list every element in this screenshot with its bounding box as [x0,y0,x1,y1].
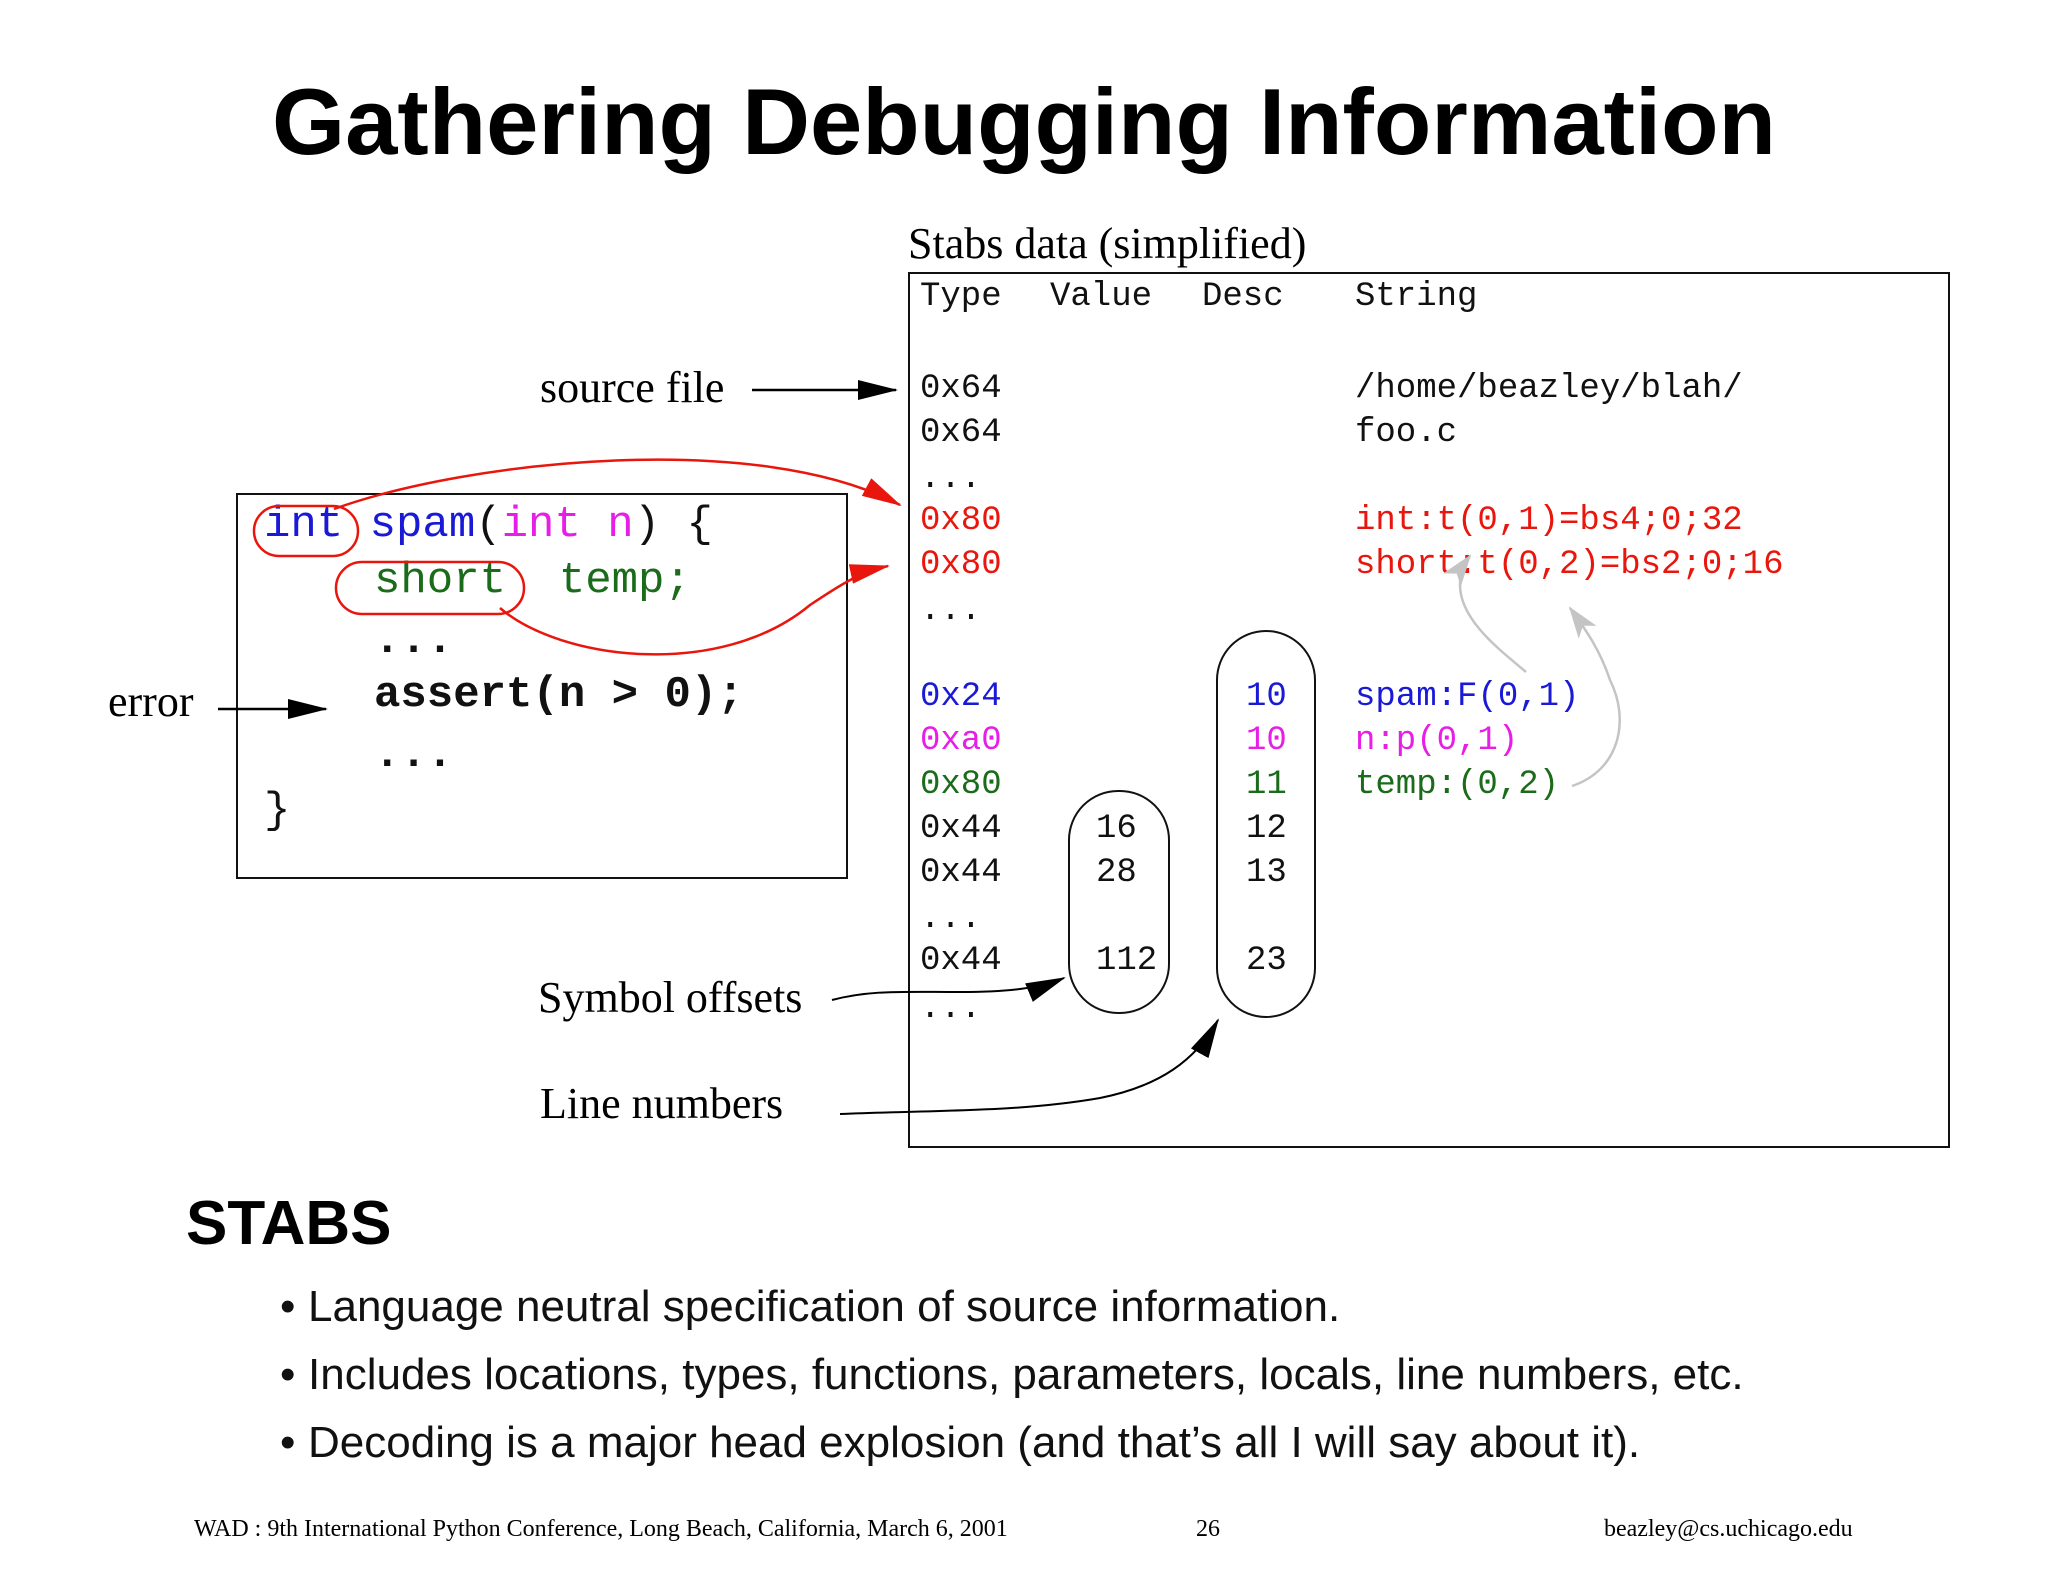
bullet-text: Decoding is a major head explosion (and … [308,1418,1641,1467]
stab-row-string: temp:(0,2) [1355,766,1560,804]
stab-row-string: spam:F(0,1) [1355,678,1580,716]
footer-email: beazley@cs.uchicago.edu [1604,1516,1853,1542]
stab-row-string: short:t(0,2)=bs2;0;16 [1355,546,1784,584]
code-temp: temp; [558,556,691,606]
symbol-offsets-pill [1068,790,1170,1014]
code-spam: spam [369,500,476,550]
int-to-stab-arrow [333,458,902,511]
stab-row-desc: 11 [1246,766,1287,804]
bullet-2: •Includes locations, types, functions, p… [280,1350,1744,1400]
bullet-1: •Language neutral specification of sourc… [280,1282,1340,1332]
bullet-glyph: • [280,1350,296,1399]
code-line-1: int spam(int n) { [264,500,713,550]
stabs-caption: Stabs data (simplified) [908,219,1307,268]
code-short: short [374,556,507,606]
code-line-2: short temp; [374,556,691,606]
code-n-param: n [580,500,634,550]
stab-row-value: 28 [1096,854,1137,892]
bullet-glyph: • [280,1282,296,1331]
stab-row-type: ... [920,460,982,498]
code-close: ) { [633,500,713,550]
source-code-box [236,493,848,879]
label-error: error [108,677,194,726]
stab-row-type: 0x80 [920,502,1002,540]
header-value: Value [1050,278,1153,316]
label-source-file: source file [540,363,725,412]
bullet-glyph: • [280,1418,296,1467]
stab-row-type: 0x44 [920,854,1002,892]
line-numbers-pill [1216,630,1316,1018]
stab-row-type: 0x80 [920,546,1002,584]
stabs-table-box [908,272,1950,1148]
stab-row-type: ... [920,592,982,630]
stab-row-type: 0x44 [920,942,1002,980]
footer-page-number: 26 [1196,1516,1220,1542]
stab-row-type: 0x24 [920,678,1002,716]
code-open-paren: ( [475,500,502,550]
stab-row-desc: 12 [1246,810,1287,848]
line-numbers-arrow [839,1018,1219,1115]
short-highlight-oval [334,560,526,616]
stab-row-string: /home/beazley/blah/ [1355,370,1743,408]
section-title: STABS [186,1189,392,1258]
stab-row-type: 0xa0 [920,722,1002,760]
code-line-6: } [264,786,291,836]
footer-conference: WAD : 9th International Python Conferenc… [194,1516,1008,1542]
short-to-stab-arrow [499,564,890,656]
stab-row-string: int:t(0,1)=bs4;0;32 [1355,502,1743,540]
stab-row-desc: 10 [1246,722,1287,760]
stab-row-type: 0x80 [920,766,1002,804]
spam-type-ref-arrow [1443,554,1527,673]
symbol-offsets-arrow [831,977,1066,1002]
bullet-3: •Decoding is a major head explosion (and… [280,1418,1640,1468]
temp-type-ref-arrow [1568,606,1621,788]
stab-row-desc: 13 [1246,854,1287,892]
stab-row-type: ... [920,900,982,938]
header-string: String [1355,278,1478,316]
code-line-3: ... [374,616,454,666]
code-line-5: ... [374,730,454,780]
header-desc: Desc [1202,278,1284,316]
code-int-param: int [501,500,581,550]
slide-title: Gathering Debugging Information [272,69,1776,174]
stab-row-type: 0x44 [920,810,1002,848]
label-line-numbers: Line numbers [540,1079,784,1128]
header-type: Type [920,278,1002,316]
stab-row-string: n:p(0,1) [1355,722,1519,760]
stab-row-type: ... [920,990,982,1028]
stab-row-type: 0x64 [920,414,1002,452]
label-symbol-offsets: Symbol offsets [538,973,803,1022]
code-line-4: assert(n > 0); [374,670,744,720]
bullet-text: Includes locations, types, functions, pa… [308,1350,1744,1399]
bullet-text: Language neutral specification of source… [308,1282,1341,1331]
stab-row-type: 0x64 [920,370,1002,408]
stab-row-string: foo.c [1355,414,1458,452]
code-int-keyword: int [264,500,344,550]
stab-row-desc: 10 [1246,678,1287,716]
int-highlight-oval [252,504,360,558]
